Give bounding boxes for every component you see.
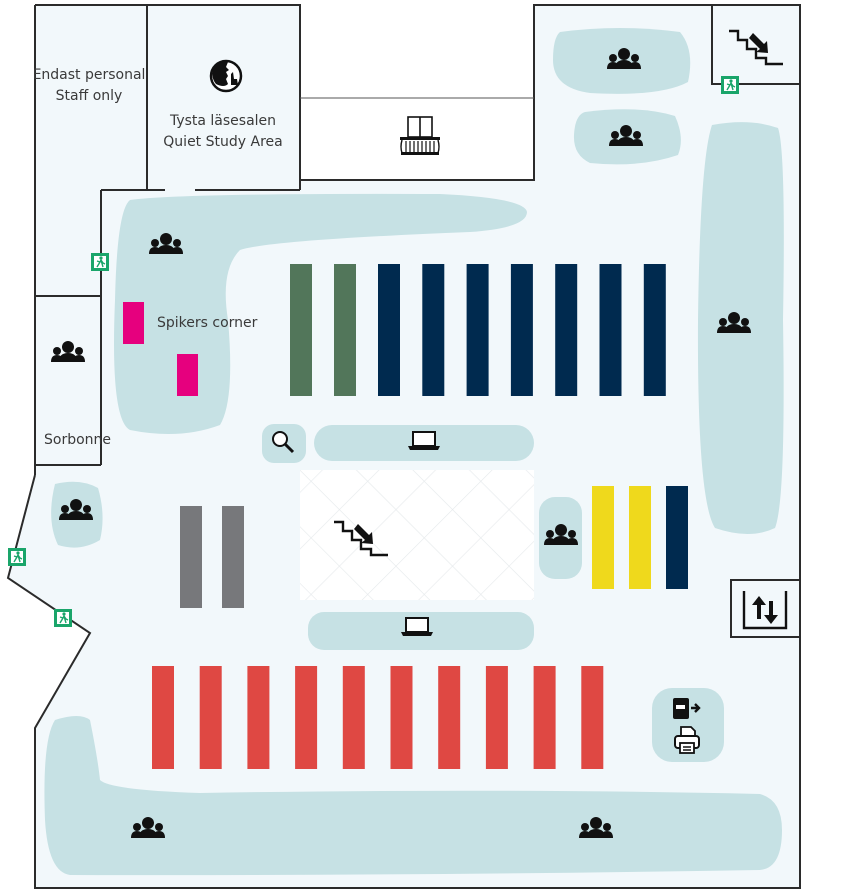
book-return-icon[interactable]	[673, 698, 701, 719]
emergency-exit-icon	[90, 252, 110, 272]
zone-top-right-2	[573, 109, 681, 165]
navy-shelve-6[interactable]	[599, 264, 622, 396]
red-shelve-1[interactable]	[152, 666, 174, 769]
red-shelve-2[interactable]	[199, 666, 222, 769]
emergency-exit-icon	[53, 608, 73, 628]
staff-room-label-sv: Endast personal	[33, 67, 146, 83]
red-shelve-3[interactable]	[247, 666, 270, 769]
zone-printer	[652, 688, 724, 762]
red-shelve-4[interactable]	[295, 666, 318, 769]
spikers-corner-label: Spikers corner	[157, 315, 258, 331]
quiet-room-label-en: Quiet Study Area	[163, 134, 282, 150]
pink-shelve-1[interactable]	[123, 302, 144, 344]
bookshelves	[123, 264, 688, 769]
emergency-exit-icon	[7, 547, 27, 567]
printer-icon[interactable]	[674, 726, 700, 754]
emergency-exit-icon	[720, 75, 740, 95]
elevator-icon[interactable]	[742, 591, 788, 630]
grey-shelve-2[interactable]	[222, 506, 244, 608]
red-shelve-6[interactable]	[390, 666, 413, 769]
green-shelve-1[interactable]	[290, 264, 312, 396]
red-shelve-7[interactable]	[438, 666, 461, 769]
staff-room-label-en: Staff only	[56, 88, 123, 104]
quiet-shush-icon	[209, 59, 243, 93]
navy-shelve-5[interactable]	[555, 264, 578, 396]
red-shelve-8[interactable]	[485, 666, 508, 769]
navy-shelve-4[interactable]	[510, 264, 533, 396]
walls	[6, 4, 801, 889]
quiet-room-label-sv: Tysta läsesalen	[169, 113, 276, 129]
red-shelve-10[interactable]	[581, 666, 604, 769]
sorbonne-label: Sorbonne	[44, 432, 111, 448]
red-shelve-9[interactable]	[533, 666, 556, 769]
yellow-shelve-1[interactable]	[592, 486, 614, 589]
navy-shelve-2[interactable]	[422, 264, 445, 396]
navy-shelve-3[interactable]	[466, 264, 489, 396]
navy-shelve-7[interactable]	[643, 264, 666, 396]
laptop-icon[interactable]	[400, 617, 434, 637]
yellow-shelve-2[interactable]	[629, 486, 651, 589]
navy-shelve-1[interactable]	[378, 264, 400, 396]
red-shelve-5[interactable]	[342, 666, 365, 769]
grey-shelve-1[interactable]	[180, 506, 202, 608]
green-shelve-2[interactable]	[334, 264, 356, 396]
balcony-icon	[400, 116, 440, 155]
search-catalog-icon[interactable]	[272, 431, 295, 454]
navy-shelf-right-1[interactable]	[666, 486, 688, 589]
laptop-icon[interactable]	[407, 431, 441, 451]
zone-spikers-corner	[114, 193, 527, 434]
stairwell-area	[300, 470, 534, 600]
pink-shelve-2[interactable]	[177, 354, 198, 396]
